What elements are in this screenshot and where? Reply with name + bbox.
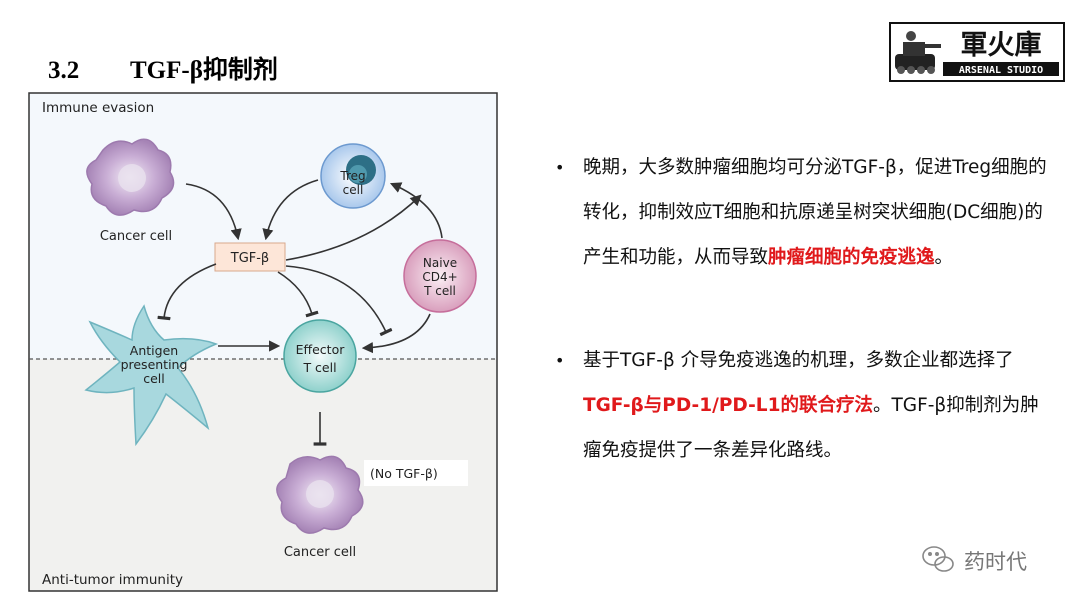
section-number: 3.2 xyxy=(48,57,80,84)
inhibit-tgf-to-effector xyxy=(277,271,319,318)
inhibit-tgf-to-naive xyxy=(285,265,393,337)
arrow-treg-to-tgf xyxy=(262,179,319,241)
slide-title: 3.2 TGF-β抑制剂 xyxy=(48,50,278,86)
bullet-2-tail: 。TGF-β抑制剂为肿瘤免疫提供了一条差异化路线。 xyxy=(583,395,1039,461)
wechat-icon xyxy=(922,546,954,572)
bullet-1-tail: 。 xyxy=(934,247,954,268)
bullet-dot: • xyxy=(555,351,565,370)
tgf-beta-diagram: Immune evasion Anti-tumor immunity Cance… xyxy=(28,92,498,592)
cancer-cell-bottom-label: Cancer cell xyxy=(284,545,356,560)
arsenal-studio-logo: 軍火庫 ARSENAL STUDIO xyxy=(889,22,1065,82)
watermark: 药时代 xyxy=(922,546,1027,574)
treg-label-line1: Treg xyxy=(339,169,365,183)
no-tgf-label-bg xyxy=(364,460,468,486)
antigen-presenting-cell xyxy=(84,304,219,447)
bullet-item-1: • 晚期，大多数肿瘤细胞均可分泌TGF-β，促进Treg细胞的转化，抑制效应T细… xyxy=(555,145,1055,280)
cancer-cell-bottom xyxy=(276,455,364,534)
inhibit-tgf-to-apc xyxy=(157,263,217,321)
effector-label-line1: Effector xyxy=(296,342,346,357)
naive-label-line1: Naive xyxy=(423,256,457,270)
bullet-item-2: • 基于TGF-β 介导免疫逃逸的机理，多数企业都选择了 TGF-β与PD-1/P… xyxy=(555,338,1055,473)
bullet-1-text: 晚期，大多数肿瘤细胞均可分泌TGF-β，促进Treg细胞的转化，抑制效应T细胞和… xyxy=(583,157,1047,268)
arrow-naive-to-treg xyxy=(389,182,443,239)
bullet-2-highlight: TGF-β与PD-1/PD-L1的联合疗法 xyxy=(583,395,873,416)
tgf-beta-box xyxy=(214,242,286,272)
naive-cd4-t-cell xyxy=(403,239,477,313)
naive-label-line2: CD4+ xyxy=(422,270,457,284)
apc-label-line3: cell xyxy=(143,371,165,386)
naive-label-line3: T cell xyxy=(423,284,456,298)
apc-label-line1: Antigen xyxy=(130,343,178,358)
section-title: TGF-β抑制剂 xyxy=(130,57,278,84)
treg-label-line2: cell xyxy=(343,183,364,197)
bullet-dot: • xyxy=(555,158,565,177)
no-tgf-label: (No TGF-β) xyxy=(370,466,438,481)
cancer-cell-top-label: Cancer cell xyxy=(100,229,172,244)
immune-evasion-label: Immune evasion xyxy=(42,100,154,116)
apc-label-line2: presenting xyxy=(121,357,188,372)
bullet-2-text: 基于TGF-β 介导免疫逃逸的机理，多数企业都选择了 xyxy=(583,350,1014,371)
logo-main-text: 軍火庫 xyxy=(961,30,1042,61)
effector-label-line2: T cell xyxy=(302,360,336,375)
bullet-list: • 晚期，大多数肿瘤细胞均可分泌TGF-β，促进Treg细胞的转化，抑制效应T细… xyxy=(555,145,1055,473)
arrow-tgf-to-treg xyxy=(285,194,422,261)
arrow-naive-to-effector xyxy=(361,313,431,354)
bullet-1-highlight: 肿瘤细胞的免疫逃逸 xyxy=(768,247,935,268)
tgf-beta-label: TGF-β xyxy=(230,251,269,266)
immune-evasion-region xyxy=(29,93,497,359)
effector-t-cell xyxy=(283,319,357,393)
tank-emblem-icon xyxy=(895,31,941,74)
logo-sub-text: ARSENAL STUDIO xyxy=(959,65,1043,76)
treg-cell xyxy=(320,143,386,209)
arrow-cancer-to-tgf xyxy=(185,183,242,241)
watermark-text: 药时代 xyxy=(964,550,1027,574)
anti-tumor-label: Anti-tumor immunity xyxy=(42,572,183,588)
cancer-cell-top xyxy=(86,138,175,216)
diagram-arrows xyxy=(157,179,443,446)
